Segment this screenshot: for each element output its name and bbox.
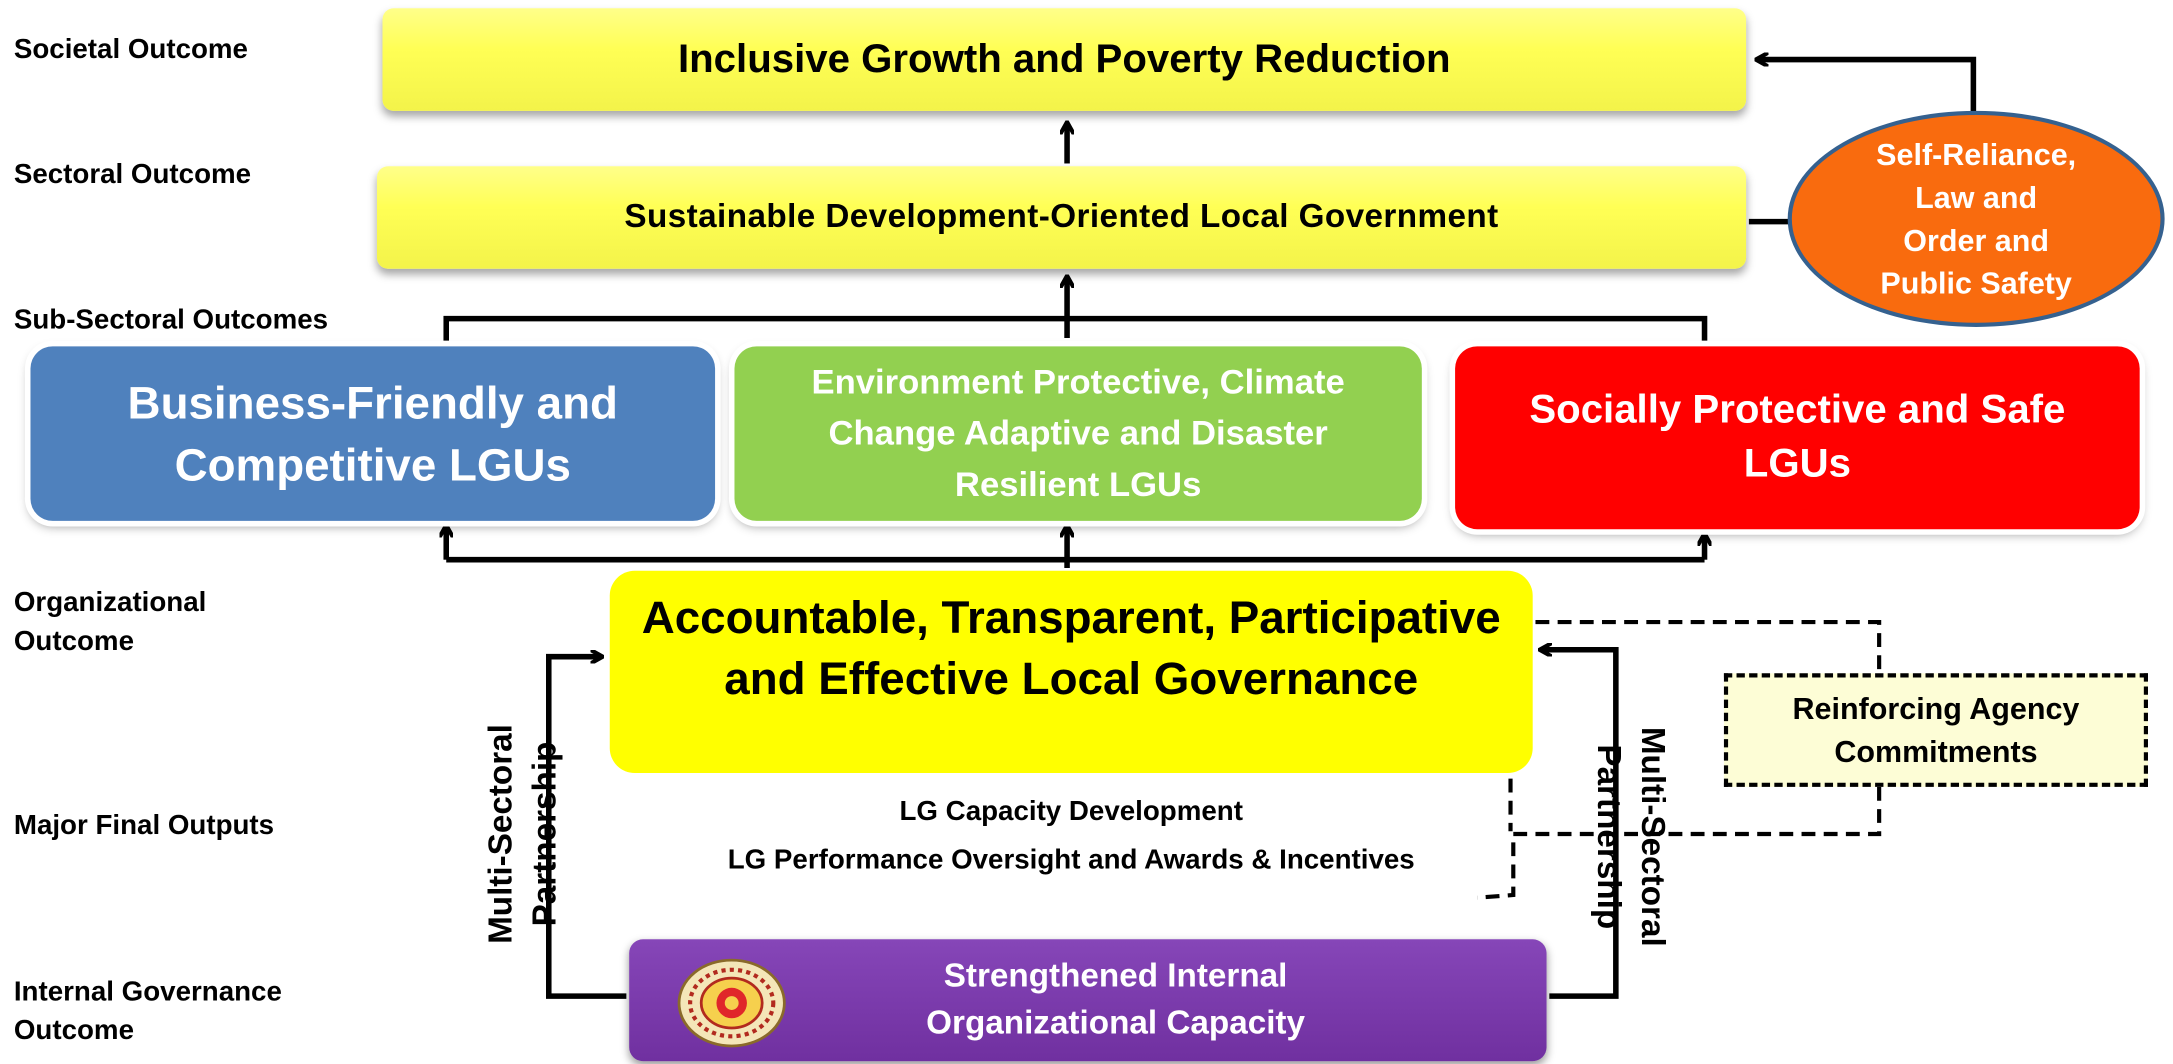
- partnership-right-label: Multi-Sectoral Partnership: [1585, 657, 1674, 1017]
- organizational-outcome-line1: Accountable, Transparent, Participative: [641, 591, 1501, 643]
- arrow-right-partnership: [1541, 650, 1619, 999]
- level-label-major-final-outputs: Major Final Outputs: [13, 810, 275, 841]
- organizational-outcome-box: Accountable, Transparent, Participative …: [609, 570, 1533, 774]
- self-reliance-line2: Law and: [1915, 180, 2038, 215]
- self-reliance-line1: Self-Reliance,: [1876, 137, 2077, 172]
- level-label-internal: Internal Governance Outcome: [14, 973, 282, 1051]
- arrow-oval-to-societal: [1757, 60, 1977, 132]
- level-label-organizational-line1: Organizational: [13, 587, 207, 618]
- level-label-organizational: Organizational Outcome: [14, 583, 206, 661]
- dashed-line-to-reinforcing-top: [1535, 619, 1882, 674]
- bracket-sub-sectoral-top: [443, 315, 1708, 341]
- sectoral-outcome-box: Sustainable Development-Oriented Local G…: [376, 166, 1747, 269]
- business-friendly-line2: Competitive LGUs: [174, 439, 571, 491]
- environment-protective-line1: Environment Protective, Climate: [811, 362, 1345, 402]
- business-friendly-box: Business-Friendly and Competitive LGUs: [30, 346, 716, 521]
- reinforcing-agency-line2: Commitments: [1834, 734, 2038, 769]
- partnership-right-line1: Multi-Sectoral: [1633, 726, 1672, 947]
- environment-protective-box: Environment Protective, Climate Change A…: [734, 346, 1422, 521]
- socially-protective-line1: Socially Protective and Safe: [1529, 387, 2066, 433]
- business-friendly-line1: Business-Friendly and: [127, 376, 619, 429]
- level-label-sectoral: Sectoral Outcome: [13, 159, 252, 190]
- partnership-left-label: Multi-Sectoral Partnership: [479, 654, 568, 1014]
- level-label-organizational-line2: Outcome: [13, 626, 134, 657]
- partnership-left-line1: Multi-Sectoral: [482, 724, 520, 944]
- self-reliance-line3: Order and: [1903, 223, 2049, 258]
- socially-protective-box: Socially Protective and Safe LGUs: [1455, 346, 2140, 530]
- self-reliance-oval: Self-Reliance, Law and Order and Public …: [1787, 110, 2165, 327]
- internal-outcome-line2: Organizational Capacity: [926, 1004, 1306, 1042]
- internal-outcome-line1: Strengthened Internal: [943, 957, 1288, 995]
- self-reliance-line4: Public Safety: [1880, 265, 2072, 301]
- societal-outcome-box: Inclusive Growth and Poverty Reduction: [382, 8, 1747, 111]
- socially-protective-line2: LGUs: [1743, 441, 1851, 487]
- level-label-sub-sectoral: Sub-Sectoral Outcomes: [13, 304, 329, 336]
- environment-protective-line3: Resilient LGUs: [954, 464, 1202, 504]
- output-lg-capacity-development: LG Capacity Development: [899, 796, 1243, 828]
- reinforcing-agency-box: Reinforcing Agency Commitments: [1723, 673, 2148, 787]
- partnership-left-line2: Partnership: [526, 741, 565, 927]
- environment-protective-line2: Change Adaptive and Disaster: [828, 413, 1328, 453]
- output-lg-performance-oversight: LG Performance Oversight and Awards & In…: [727, 845, 1415, 876]
- arrow-left-partnership: [546, 657, 627, 999]
- level-label-societal: Societal Outcome: [13, 34, 248, 66]
- partnership-right-line2: Partnership: [1589, 744, 1627, 930]
- reinforcing-agency-line1: Reinforcing Agency: [1792, 691, 2080, 726]
- dashed-line-to-reinforcing-bottom: [1477, 786, 1882, 900]
- agency-seal-icon: [677, 958, 786, 1048]
- organizational-outcome-line2: and Effective Local Governance: [724, 652, 1419, 704]
- level-label-internal-line1: Internal Governance: [13, 976, 282, 1008]
- level-label-internal-line2: Outcome: [13, 1015, 134, 1046]
